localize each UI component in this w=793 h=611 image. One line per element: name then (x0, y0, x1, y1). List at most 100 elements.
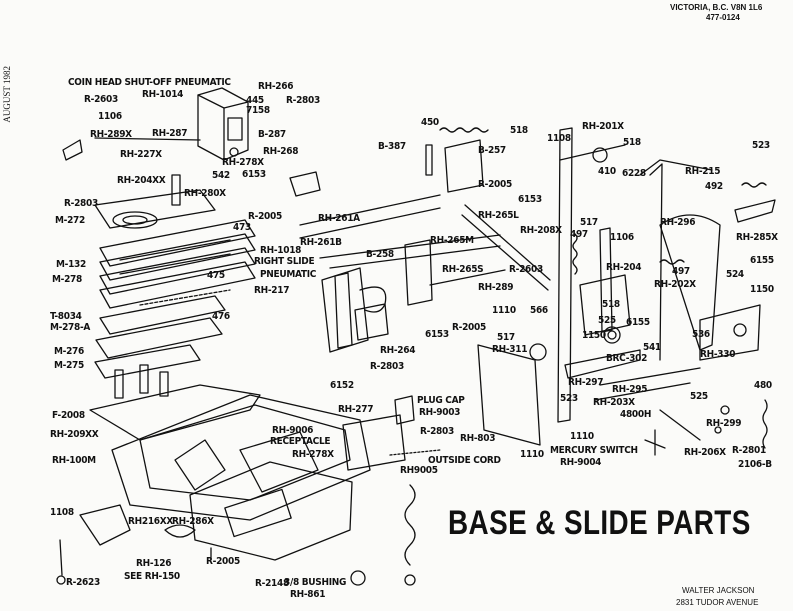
part-label: RH9005 (400, 465, 438, 476)
part-label: R-2005 (452, 322, 486, 333)
part-label: 450 (421, 117, 439, 128)
part-label: RH-265L (478, 210, 519, 221)
part-label: 492 (705, 181, 723, 192)
part-label: 525 (598, 315, 616, 326)
part-label: RH-201X (582, 121, 624, 132)
part-label: R-2623 (66, 577, 100, 588)
part-label: 1108 (547, 133, 571, 144)
part-label: RH-280X (184, 188, 226, 199)
center-parts-drawing (342, 127, 551, 586)
part-label: R-2803 (286, 95, 320, 106)
part-label: M-132 (56, 259, 86, 270)
part-label: RH-9004 (560, 457, 602, 468)
part-label: 6152 (330, 380, 354, 391)
part-label: RH-330 (700, 349, 736, 360)
base-plate-drawing (56, 364, 371, 586)
part-label: RH-278X (292, 449, 334, 460)
part-label: RH-289 (478, 282, 514, 293)
coin-head-pneumatic-drawing (62, 87, 321, 206)
part-label: 1110 (570, 431, 594, 442)
part-label: RH-208X (520, 225, 562, 236)
part-label: 1106 (610, 232, 634, 243)
part-label: RH-268 (263, 146, 299, 157)
address-line-2: 477-0124 (706, 13, 740, 22)
part-label: 523 (560, 393, 578, 404)
part-label: RIGHT SLIDE (254, 256, 315, 267)
part-label: 1110 (520, 449, 544, 460)
part-label: R-2801 (732, 445, 766, 456)
part-label: RH-9003 (419, 407, 461, 418)
part-label: 517 (497, 332, 515, 343)
part-label: RH-289X (90, 129, 132, 140)
part-label: 542 (212, 170, 230, 181)
part-label: M-275 (54, 360, 84, 371)
part-label: RH-261A (318, 213, 360, 224)
part-label: R-2005 (206, 556, 240, 567)
part-label: MERCURY SWITCH (550, 445, 638, 456)
part-label: M-278-A (50, 322, 91, 333)
part-label: 410 (598, 166, 616, 177)
part-label: R-2005 (478, 179, 512, 190)
part-label: 497 (570, 229, 588, 240)
part-label: 480 (754, 380, 772, 391)
part-label: T-8034 (50, 311, 82, 322)
part-label: RH-217 (254, 285, 290, 296)
page-title: BASE & SLIDE PARTS (448, 504, 751, 542)
part-label: RH-285X (736, 232, 778, 243)
part-label: F-2008 (52, 410, 85, 421)
part-label: 541 (643, 342, 661, 353)
part-label: RH216XX (128, 516, 174, 527)
part-label: RH-299 (706, 418, 742, 429)
part-label: R-2803 (420, 426, 454, 437)
part-label: 536 (692, 329, 710, 340)
part-label: PLUG CAP (417, 395, 465, 406)
part-label: RH-1014 (142, 89, 184, 100)
part-label: 473 (233, 222, 251, 233)
part-label: RH-861 (290, 589, 326, 600)
footer-street: 2831 TUDOR AVENUE (676, 598, 759, 607)
part-label: 1110 (492, 305, 516, 316)
part-label: RH-202X (654, 279, 696, 290)
part-label: RH-277 (338, 404, 374, 415)
part-label: RH-266 (258, 81, 294, 92)
right-slide-pneumatic-drawing (299, 194, 506, 353)
part-label: 566 (530, 305, 548, 316)
part-label: 6228 (622, 168, 646, 179)
part-label: RH-265M (430, 235, 474, 246)
part-label: RH-286X (172, 516, 214, 527)
part-label: RH-9006 (272, 425, 314, 436)
footer-name: WALTER JACKSON (682, 586, 755, 595)
slide-stack-drawing (94, 189, 256, 379)
part-label: RH-261B (300, 237, 342, 248)
part-label: 6153 (518, 194, 542, 205)
part-label: RH-227X (120, 149, 162, 160)
part-label: RH-126 (136, 558, 172, 569)
part-label: R-2803 (64, 198, 98, 209)
part-label: B-287 (258, 129, 286, 140)
part-label: B-387 (378, 141, 406, 152)
part-label: BRC-302 (606, 353, 648, 364)
right-levers-drawing (557, 127, 776, 456)
part-label: 6155 (750, 255, 774, 266)
part-label: 1150 (750, 284, 774, 295)
part-label: RH-296 (660, 217, 696, 228)
part-label: RH-100M (52, 455, 96, 466)
part-label: RH-295 (612, 384, 648, 395)
part-label: 7158 (246, 105, 270, 116)
part-label: 1150 (582, 330, 606, 341)
part-label: B-257 (478, 145, 506, 156)
part-label: RH-311 (492, 344, 528, 355)
part-label: 6153 (242, 169, 266, 180)
part-label: RH-215 (685, 166, 721, 177)
part-label: 523 (752, 140, 770, 151)
part-label: 475 (207, 270, 225, 281)
part-label: RH-278X (222, 157, 264, 168)
part-label: RECEPTACLE (270, 436, 331, 447)
part-label: 4800H (620, 409, 652, 420)
part-label: RH-204XX (117, 175, 166, 186)
part-label: 1106 (98, 111, 122, 122)
part-label: B-258 (366, 249, 394, 260)
part-label: RH-204 (606, 262, 642, 273)
part-label: OUTSIDE CORD (428, 455, 501, 466)
